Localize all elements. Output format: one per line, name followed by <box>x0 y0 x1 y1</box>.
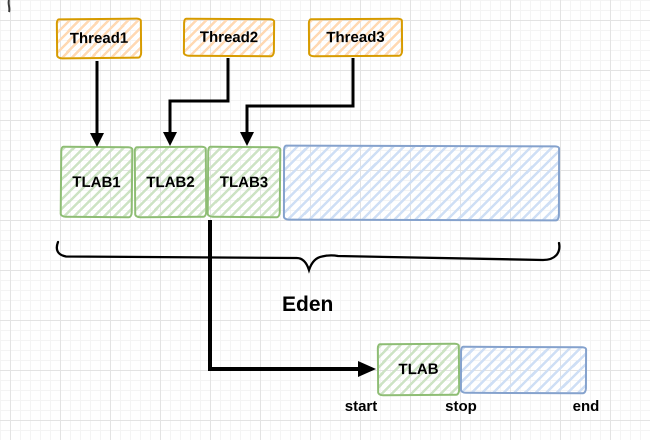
thread1-to-tlab1-arrow-icon <box>90 61 104 147</box>
stray-mark <box>7 0 11 13</box>
stop-marker-label: stop <box>445 398 477 415</box>
eden-label: Eden <box>282 293 334 316</box>
tlab1-label: TLAB1 <box>72 173 121 191</box>
eden-free-space-box[interactable] <box>282 144 561 222</box>
tlab2-label: TLAB2 <box>146 173 195 191</box>
start-marker-label: start <box>344 398 378 415</box>
eden-brace-icon <box>55 240 561 274</box>
tlab-detail-box[interactable]: TLAB <box>376 342 461 397</box>
tlab-detail-free-space-box[interactable] <box>459 345 588 395</box>
tlab3-label: TLAB3 <box>219 173 269 191</box>
thread3-to-tlab3-arrow-icon <box>240 58 355 146</box>
thread3-box[interactable]: Thread3 <box>307 17 404 58</box>
thread1-box[interactable]: Thread1 <box>55 17 143 60</box>
tlab3-box[interactable]: TLAB3 <box>206 145 282 219</box>
end-marker-label: end <box>572 398 600 415</box>
tlab2-box[interactable]: TLAB2 <box>133 145 208 219</box>
thread1-label: Thread1 <box>69 29 129 48</box>
tlab1-box[interactable]: TLAB1 <box>59 145 134 219</box>
tlab-detail-label: TLAB <box>398 360 439 379</box>
thread2-label: Thread2 <box>199 28 259 47</box>
thread3-label: Thread3 <box>326 28 385 47</box>
thread2-to-tlab2-arrow-icon <box>163 58 230 146</box>
thread2-box[interactable]: Thread2 <box>182 17 276 58</box>
